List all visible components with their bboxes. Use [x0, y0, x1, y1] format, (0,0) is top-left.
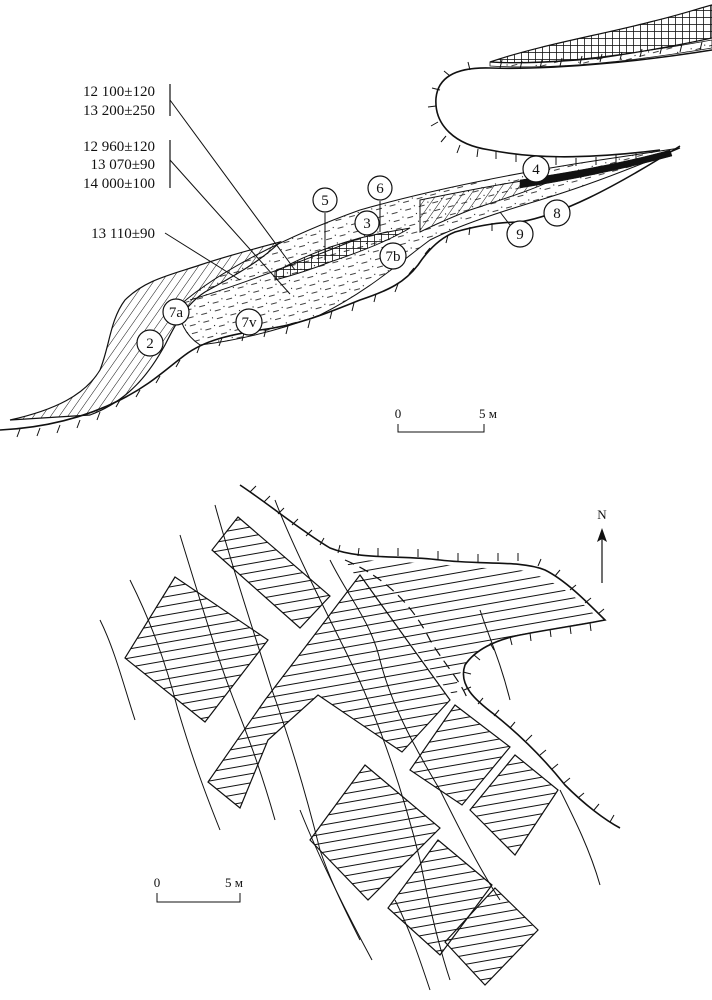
plan-drawing: N 0 5 м	[99, 484, 621, 991]
date-b-2: 13 070±90	[91, 157, 155, 173]
top-cap-layer	[489, 4, 712, 64]
top-cap-dashed	[489, 39, 712, 68]
upper-rock-outline	[435, 49, 712, 158]
svg-text:4: 4	[532, 162, 540, 178]
square-6	[309, 764, 441, 901]
date-a-2: 13 200±250	[83, 103, 155, 119]
plan-cave-outline	[239, 484, 621, 829]
svg-text:7v: 7v	[242, 315, 258, 331]
svg-text:6: 6	[376, 181, 384, 197]
layer-label-7b: 7b	[379, 242, 407, 270]
svg-text:3: 3	[363, 216, 371, 232]
north-arrow: N	[597, 507, 607, 583]
section-scale-end: 5 м	[479, 406, 497, 421]
plan-scale-bar: 0 5 м	[154, 875, 243, 903]
layer-label-4: 4	[522, 155, 550, 183]
date-c-leader	[164, 232, 241, 281]
plan-scale-end: 5 м	[225, 875, 243, 890]
square-8	[444, 887, 539, 986]
date-group-a: 12 100±120 13 200±250	[83, 84, 296, 271]
excavation-squares	[124, 516, 559, 986]
section-scale-bar: 0 5 м	[395, 406, 497, 433]
layer-label-5: 5	[312, 187, 338, 260]
layer-3-band	[419, 175, 561, 233]
layer-label-6: 6	[367, 175, 393, 232]
layer-label-2: 2	[136, 329, 164, 357]
layer-label-8: 8	[543, 199, 571, 227]
svg-text:2: 2	[146, 336, 154, 352]
square-2	[124, 576, 269, 723]
layer-4-band	[519, 149, 673, 189]
date-c-1: 13 110±90	[91, 226, 155, 242]
date-group-b: 12 960±120 13 070±90 14 000±100	[83, 139, 291, 295]
square-7	[387, 839, 493, 956]
date-b-3: 14 000±100	[83, 176, 155, 192]
layer-label-7a: 7a	[162, 298, 190, 326]
layer-label-7v: 7v	[235, 308, 263, 336]
square-3	[207, 573, 451, 809]
square-4	[409, 704, 511, 806]
north-arrow-head	[597, 528, 607, 542]
rock-ticks-lower	[16, 222, 515, 438]
sediment-body	[179, 147, 681, 346]
date-group-c: 13 110±90	[91, 226, 241, 281]
date-b-1: 12 960±120	[83, 139, 155, 155]
plan-cave-floor	[345, 560, 600, 700]
layer-label-9: 9	[499, 211, 534, 248]
square-1	[211, 516, 331, 629]
svg-text:8: 8	[553, 206, 561, 222]
section-drawing: 12 100±120 13 200±250 12 960±120 13 070±…	[0, 4, 712, 438]
plan-dashed-line	[344, 559, 469, 701]
date-b-leader	[169, 159, 291, 295]
date-a-leader	[169, 99, 296, 271]
layer-label-3: 3	[354, 210, 380, 236]
plan-rock-ticks	[249, 485, 615, 823]
section-scale-start: 0	[395, 406, 402, 421]
svg-text:7a: 7a	[169, 305, 184, 321]
svg-text:5: 5	[321, 193, 329, 209]
plan-crack-lines	[99, 499, 601, 991]
north-label: N	[597, 507, 607, 522]
svg-text:9: 9	[516, 227, 524, 243]
plan-scale-start: 0	[154, 875, 161, 890]
layer-5-lens	[274, 227, 411, 281]
square-5	[469, 754, 559, 856]
date-a-1: 12 100±120	[83, 84, 155, 100]
svg-text:7b: 7b	[386, 249, 401, 265]
